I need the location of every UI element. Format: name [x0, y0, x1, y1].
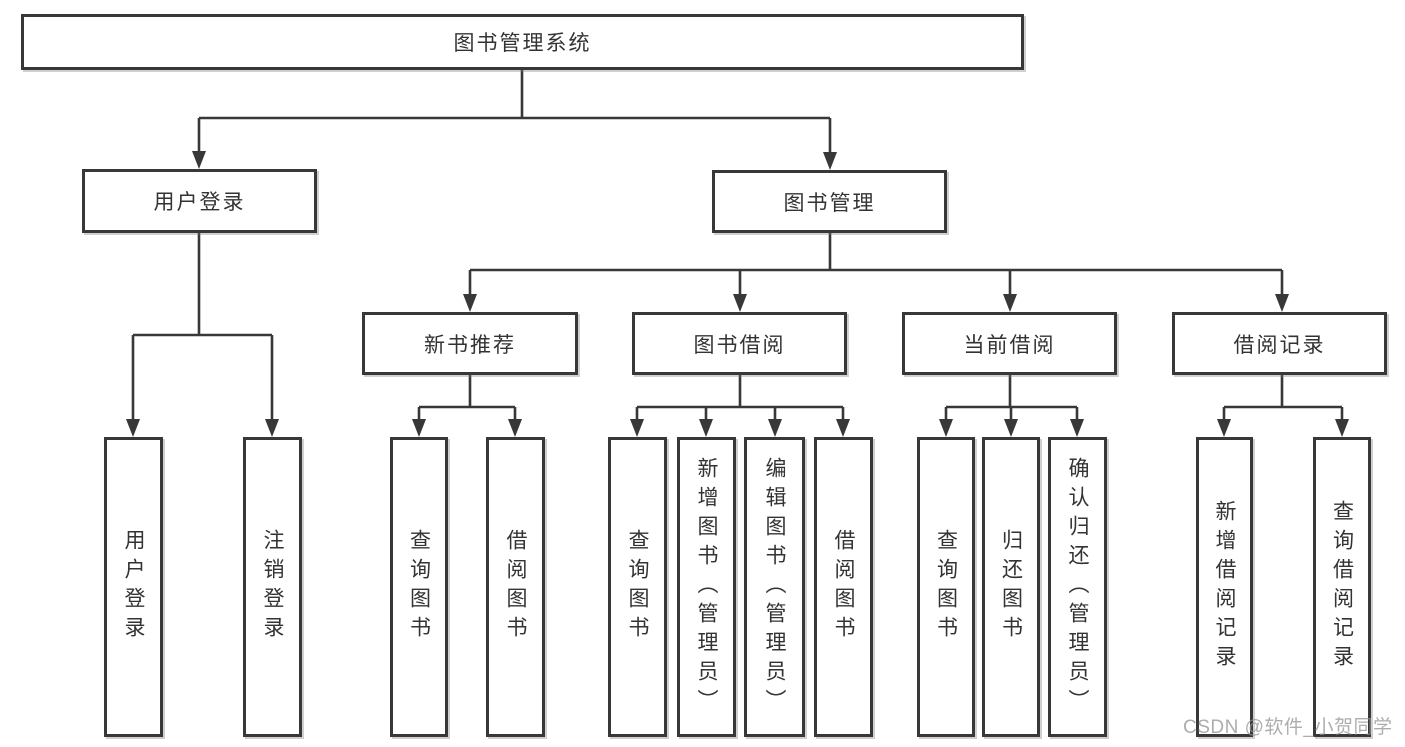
leaf-edit-book-admin: 编辑图书（管理员） [744, 437, 805, 737]
leaf-query-books-recommend: 查询图书 [390, 437, 448, 737]
arrow-down-icon [939, 419, 953, 437]
leaf-label: 查询图书 [626, 529, 649, 645]
arrow-down-icon [836, 419, 850, 437]
leaf-label: 注销登录 [261, 529, 284, 645]
node-label: 借阅记录 [1233, 333, 1326, 357]
leaf-label: 查询借阅记录 [1330, 500, 1354, 674]
node-label: 用户登录 [153, 191, 246, 214]
node-label: 图书管理 [783, 191, 876, 215]
arrow-down-icon [1003, 294, 1017, 312]
arrow-down-icon [768, 419, 782, 437]
leaf-label: 编辑图书（管理员） [763, 456, 786, 718]
node-label: 图书借阅 [693, 333, 786, 357]
arrow-down-icon [733, 294, 747, 312]
arrow-down-icon [1004, 419, 1018, 437]
node-book-management: 图书管理 [712, 170, 947, 233]
watermark: CSDN @软件_小贺同学 [1183, 717, 1393, 738]
leaf-query-borrow-record: 查询借阅记录 [1313, 437, 1371, 737]
node-user-login: 用户登录 [82, 169, 317, 233]
node-borrowing-records: 借阅记录 [1172, 312, 1387, 375]
arrow-down-icon [630, 419, 644, 437]
arrow-down-icon [265, 419, 279, 437]
leaf-label: 新增借阅记录 [1213, 500, 1236, 674]
arrow-down-icon [126, 419, 140, 437]
leaf-borrow-books-recommend: 借阅图书 [486, 437, 545, 737]
arrow-down-icon [699, 419, 713, 437]
node-label: 新书推荐 [424, 333, 516, 357]
node-current-borrowing: 当前借阅 [902, 312, 1117, 375]
arrow-down-icon [1275, 294, 1289, 312]
leaf-label: 用户登录 [122, 529, 145, 645]
arrow-down-icon [1335, 419, 1349, 437]
leaf-confirm-return-admin: 确认归还（管理员） [1048, 437, 1107, 737]
leaf-label: 查询图书 [934, 529, 958, 645]
tree-edges [131, 70, 1344, 423]
leaf-add-book-admin: 新增图书（管理员） [677, 437, 736, 737]
leaf-query-books-current: 查询图书 [917, 437, 975, 737]
node-label: 图书管理系统 [453, 32, 592, 55]
leaf-label: 借阅图书 [832, 529, 855, 645]
arrow-down-icon [412, 419, 426, 437]
arrow-down-icon [508, 419, 522, 437]
leaf-return-book: 归还图书 [982, 437, 1040, 737]
leaf-logout: 注销登录 [243, 437, 302, 737]
arrowheads [126, 151, 1349, 437]
leaf-user-login: 用户登录 [104, 437, 163, 737]
arrow-down-icon [1217, 419, 1231, 437]
leaf-label: 借阅图书 [504, 529, 527, 645]
node-label: 当前借阅 [963, 333, 1056, 357]
leaf-label: 查询图书 [407, 529, 431, 645]
arrow-down-icon [192, 151, 206, 169]
leaf-label: 归还图书 [999, 529, 1023, 645]
leaf-add-borrow-record: 新增借阅记录 [1196, 437, 1253, 737]
leaf-query-books-borrowing: 查询图书 [608, 437, 667, 737]
leaf-label: 新增图书（管理员） [695, 456, 718, 718]
arrow-down-icon [463, 294, 477, 312]
leaf-label: 确认归还（管理员） [1066, 456, 1089, 718]
arrow-down-icon [823, 152, 837, 170]
node-book-management-system: 图书管理系统 [21, 14, 1024, 70]
arrow-down-icon [1070, 419, 1084, 437]
node-book-borrowing: 图书借阅 [632, 312, 847, 375]
node-new-book-recommend: 新书推荐 [362, 312, 578, 375]
leaf-borrow-books-borrowing: 借阅图书 [814, 437, 873, 737]
